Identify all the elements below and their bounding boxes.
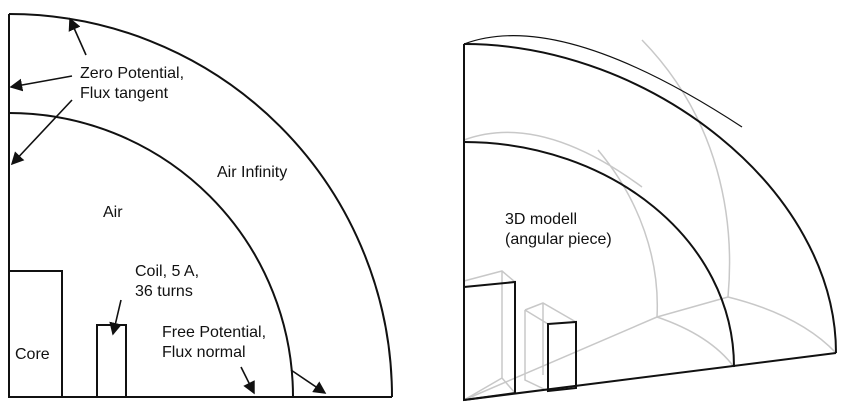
3d-inner-arc — [463, 141, 735, 368]
arrow-coil — [109, 299, 122, 336]
label-free-potential: Free Potential, Flux normal — [162, 323, 266, 363]
gray-base-outer-arc — [727, 296, 837, 354]
label-line: Flux tangent — [80, 85, 169, 102]
label-line: (angular piece) — [505, 231, 612, 248]
label-line: 36 turns — [135, 283, 193, 300]
gray-coil-back — [524, 302, 577, 392]
gray-base-inner-arc — [656, 316, 735, 368]
inner-arc — [8, 112, 294, 398]
top-thin-arc — [463, 35, 743, 128]
label-coil: Coil, 5 A, 36 turns — [135, 262, 199, 302]
label-line: Zero Potential, — [80, 65, 185, 82]
outer-arc — [8, 13, 393, 398]
label-line: Coil, 5 A, — [135, 263, 200, 280]
gray-base-mid — [656, 296, 729, 318]
arrow-outer-top — [68, 17, 87, 56]
label-zero-potential: Zero Potential, Flux tangent — [80, 64, 184, 104]
left-2d-diagram — [8, 13, 393, 398]
gray-inner-back-arc — [463, 131, 643, 188]
label-3d-model: 3D modell (angular piece) — [505, 210, 612, 250]
label-line: Flux normal — [162, 344, 246, 361]
arrow-free-1 — [240, 366, 255, 395]
label-air: Air — [103, 204, 123, 221]
core-rect — [8, 270, 63, 398]
arrow-free-2 — [290, 369, 327, 394]
label-line: 3D modell — [505, 211, 578, 228]
arrow-inner-axis — [10, 99, 73, 166]
3d-coil — [547, 320, 577, 393]
gray-outer-meridian — [641, 39, 731, 298]
label-core: Core — [15, 346, 50, 363]
label-line: Free Potential, — [162, 324, 267, 341]
3d-core — [463, 280, 516, 402]
3d-outer-arc — [463, 43, 837, 354]
right-3d-diagram — [463, 35, 837, 402]
gray-core-back — [463, 270, 516, 401]
gray-base-line — [463, 316, 658, 401]
gray-inner-meridian — [597, 149, 659, 318]
arrow-outer-axis — [9, 75, 73, 92]
3d-bottom-edge — [463, 352, 837, 401]
label-air-infinity: Air Infinity — [217, 164, 288, 181]
coil-rect — [96, 324, 127, 398]
